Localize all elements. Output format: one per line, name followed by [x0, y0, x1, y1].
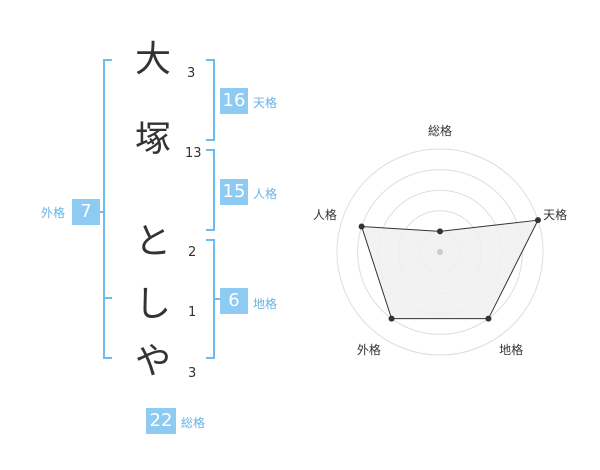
- bracket-jinkaku: [206, 149, 215, 231]
- soukaku-badge: 22: [146, 408, 176, 434]
- tenkaku-label: 天格: [253, 96, 278, 110]
- name-char-3: と: [134, 221, 171, 262]
- radar-axis-label-1: 総格: [428, 124, 453, 138]
- radar-point-2: [534, 217, 541, 224]
- name-char-4: し: [134, 284, 171, 325]
- radar-polygon: [360, 219, 539, 320]
- stroke-count-2: 13: [185, 146, 202, 161]
- radar-axis-label-3: 地格: [499, 342, 524, 357]
- jinkaku-badge: 15: [220, 179, 248, 205]
- name-char-5: や: [134, 341, 171, 382]
- radar-axis-label-2: 天格: [543, 207, 568, 222]
- tenkaku-badge: 16: [220, 88, 248, 114]
- soukaku-label: 総格: [181, 416, 206, 430]
- chikaku-label: 地格: [253, 297, 278, 311]
- radar-center: [437, 249, 443, 255]
- radar-ring: [336, 148, 544, 356]
- bracket-tenkaku: [206, 59, 215, 141]
- stroke-count-1: 3: [187, 66, 196, 81]
- stroke-count-3: 2: [188, 245, 197, 260]
- radar-axis-label-4: 外格: [356, 342, 381, 357]
- gaikaku-label: 外格: [41, 206, 66, 220]
- name-char-1: 大: [134, 39, 171, 80]
- stroke-count-4: 1: [188, 305, 197, 320]
- radar-point-1: [437, 228, 443, 235]
- radar-point-5: [358, 223, 365, 230]
- radar-axis-label-5: 人格: [312, 207, 337, 222]
- radar-point-4: [388, 315, 395, 322]
- stroke-count-5: 3: [188, 366, 197, 381]
- name-char-2: 塚: [134, 119, 171, 160]
- radar-point-3: [485, 315, 492, 322]
- chikaku-badge: 6: [220, 288, 248, 314]
- bracket-gaikaku: [103, 59, 112, 359]
- jinkaku-label: 人格: [253, 187, 278, 201]
- gaikaku-badge: 7: [72, 199, 100, 225]
